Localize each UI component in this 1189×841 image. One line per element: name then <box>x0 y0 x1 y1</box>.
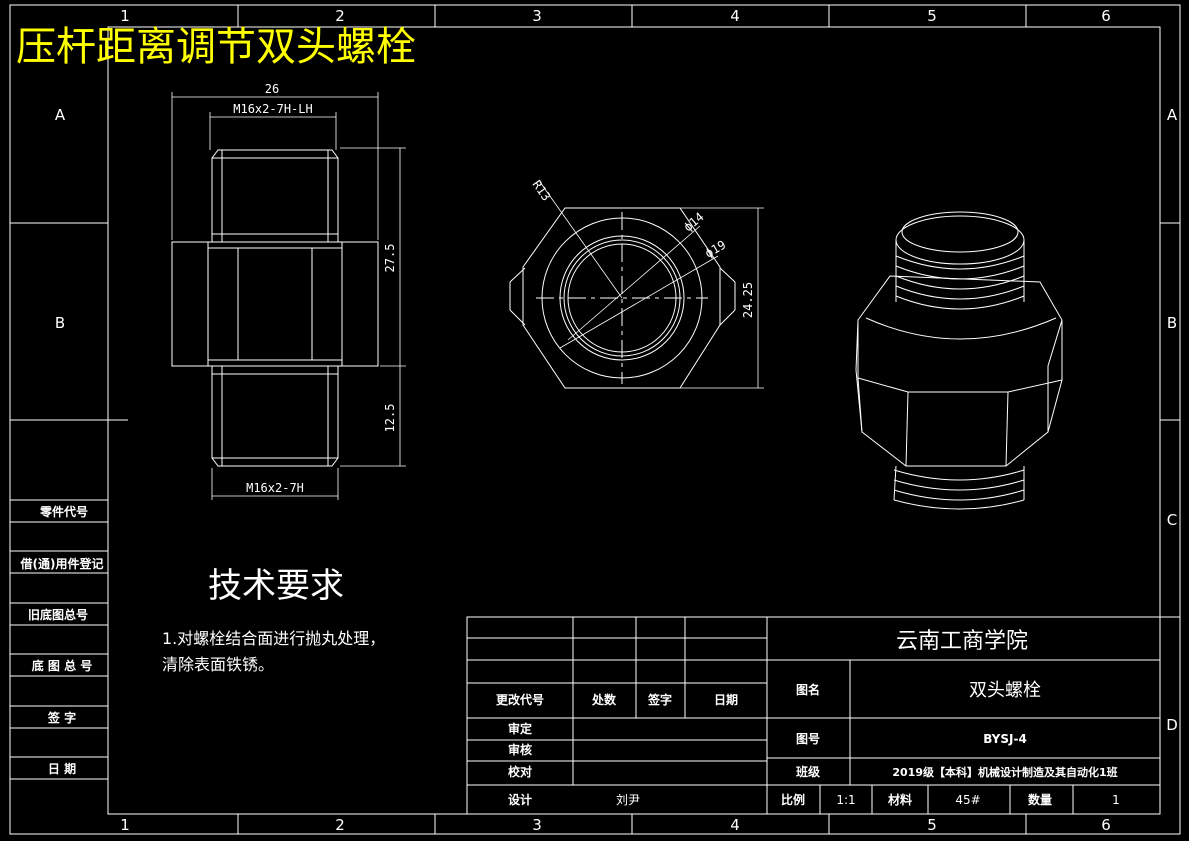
col-label: 6 <box>1101 7 1111 25</box>
label-audit: 审核 <box>508 742 532 757</box>
left-strip-labels: 零件代号 借(通)用件登记 旧底图总号 底 图 总 号 签 字 日 期 <box>20 504 104 776</box>
col-label: 5 <box>927 7 937 25</box>
rev-header: 处数 <box>591 692 617 707</box>
dim-outer-dia: ϕ19 <box>703 238 729 261</box>
material-value: 45# <box>955 793 980 807</box>
col-label: 2 <box>335 816 345 834</box>
col-label: 4 <box>730 816 740 834</box>
col-label: 3 <box>532 7 542 25</box>
drawing-no: BYSJ-4 <box>983 732 1027 746</box>
strip-label: 底 图 总 号 <box>32 658 93 673</box>
label-drawing-name: 图名 <box>796 682 820 697</box>
tech-requirements-heading: 技术要求 <box>208 566 344 606</box>
strip-label: 旧底图总号 <box>28 607 88 622</box>
tech-requirements-line: 清除表面铁锈。 <box>162 655 274 674</box>
col-label: 1 <box>120 7 130 25</box>
border-labels: 1 2 3 4 5 6 1 2 3 4 5 6 A B A B C D <box>55 7 1178 834</box>
quantity-value: 1 <box>1112 793 1120 807</box>
col-label: 3 <box>532 816 542 834</box>
isometric-view <box>855 211 1063 510</box>
drawing-title: 压杆距离调节双头螺栓 <box>16 24 416 70</box>
rev-header: 更改代号 <box>496 692 544 707</box>
strip-label: 借(通)用件登记 <box>20 556 104 571</box>
label-class: 班级 <box>796 764 820 779</box>
title-block-grid <box>466 616 1161 815</box>
dim-overall-width: 26 <box>265 82 279 96</box>
row-label: B <box>1167 314 1177 332</box>
row-label: C <box>1167 511 1177 529</box>
front-view-dimensions <box>171 92 406 500</box>
col-label: 1 <box>120 816 130 834</box>
label-scale: 比例 <box>781 792 805 807</box>
strip-label: 签 字 <box>47 710 76 725</box>
col-label: 5 <box>927 816 937 834</box>
label-quantity: 数量 <box>1028 792 1052 807</box>
label-check: 校对 <box>508 764 532 779</box>
rev-header: 日期 <box>714 692 738 707</box>
class-name: 2019级【本科】机械设计制造及其自动化1班 <box>892 765 1117 779</box>
school-name: 云南工商学院 <box>896 629 1028 654</box>
col-label: 4 <box>730 7 740 25</box>
label-review: 审定 <box>508 721 532 736</box>
dim-bottom-thread: M16x2-7H <box>246 481 304 495</box>
designer-name: 刘尹 <box>616 793 640 807</box>
dim-across-corners: 24.25 <box>741 282 755 318</box>
dim-hex-height: 27.5 <box>383 244 397 273</box>
row-label: D <box>1166 716 1178 734</box>
top-view <box>509 181 764 389</box>
label-drawing-no: 图号 <box>796 731 820 746</box>
strip-label: 日 期 <box>48 761 76 776</box>
rev-header: 签字 <box>647 692 672 707</box>
row-label: B <box>55 314 65 332</box>
dim-radius: R13 <box>530 178 554 204</box>
row-label: A <box>55 106 66 124</box>
front-view <box>171 149 379 467</box>
tech-requirements-line: 1.对螺栓结合面进行抛丸处理， <box>162 629 385 648</box>
label-design: 设计 <box>508 792 532 807</box>
dim-inner-dia: ϕ14 <box>681 210 707 235</box>
strip-label: 零件代号 <box>39 504 88 519</box>
col-label: 2 <box>335 7 345 25</box>
drawing-border <box>9 4 1181 835</box>
scale-value: 1:1 <box>836 793 855 807</box>
drawing-name: 双头螺栓 <box>969 680 1041 701</box>
dim-lower-length: 12.5 <box>383 404 397 433</box>
title-block-text: 云南工商学院 更改代号 处数 签字 日期 审定 审核 校对 设计 刘尹 图名 双… <box>496 629 1120 807</box>
col-label: 6 <box>1101 816 1111 834</box>
dim-top-thread: M16x2-7H-LH <box>233 102 312 116</box>
label-material: 材料 <box>887 792 912 807</box>
row-label: A <box>1167 106 1178 124</box>
